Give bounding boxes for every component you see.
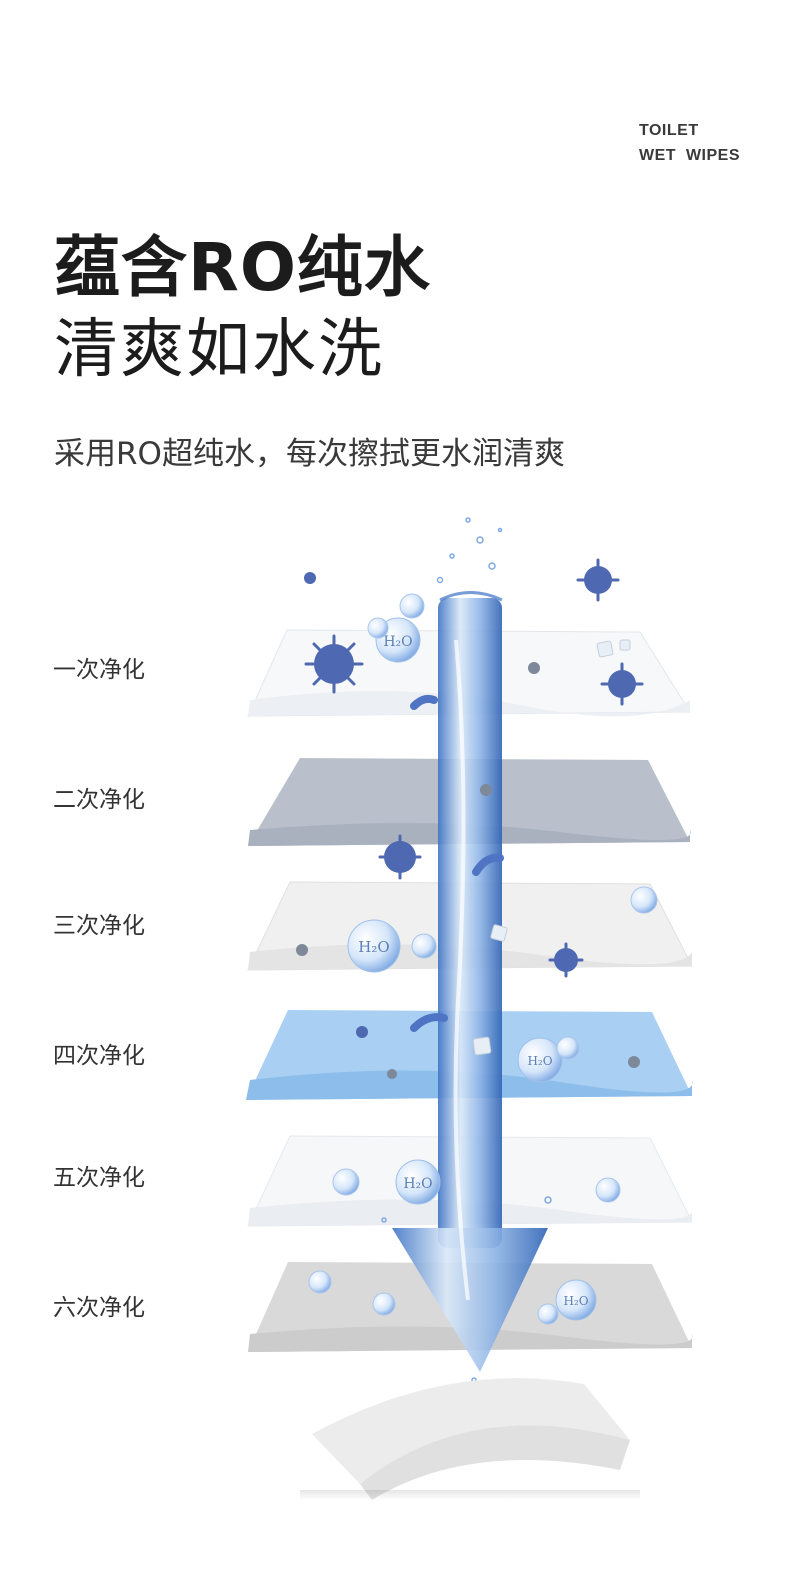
h2o-bubble-icon: H₂O [517, 1037, 563, 1083]
stage-label-6: 六次净化 [53, 1295, 145, 1321]
virus-icon [304, 566, 636, 1038]
brand-line-toilet: TOILET [639, 122, 699, 139]
curved-wipe-sheet [300, 1378, 640, 1500]
headline-secondary: 清爽如水洗 [54, 313, 384, 387]
virus-spikes [304, 558, 644, 978]
water-stream-icon [392, 591, 548, 1372]
h2o-bubble-text-5: H₂O [563, 1294, 588, 1308]
h2o-bubble-icon: H₂O [347, 919, 401, 973]
brand-line-wet-wipes: WET WIPES [639, 147, 740, 164]
stage-label-5: 五次净化 [53, 1165, 145, 1191]
h2o-bubble-text-2: H₂O [358, 938, 389, 956]
h2o-bubble-icon: H₂O [395, 1159, 441, 1205]
bacteria-icon [410, 694, 504, 1032]
stage-label-4: 四次净化 [53, 1043, 145, 1069]
h2o-bubble-text-3: H₂O [527, 1054, 552, 1068]
stage-label-2: 二次净化 [53, 787, 145, 813]
headline-primary: 蕴含RO纯水 [54, 229, 431, 306]
stage-label-1: 一次净化 [53, 657, 145, 683]
h2o-bubble-text-4: H₂O [403, 1176, 432, 1192]
h2o-bubble-text-1: H₂O [383, 634, 412, 650]
h2o-bubble-icon: H₂O [555, 1279, 597, 1321]
stage-label-3: 三次净化 [53, 913, 145, 939]
subheading: 采用RO超纯水，每次擦拭更水润清爽 [54, 436, 565, 472]
water-droplets [381, 517, 552, 1383]
brand-mark: TOILET WET WIPES [639, 118, 740, 168]
ice-cube-icon [472, 639, 631, 1056]
dust-particle-icon [296, 662, 640, 1079]
bubble-icon [308, 593, 658, 1325]
